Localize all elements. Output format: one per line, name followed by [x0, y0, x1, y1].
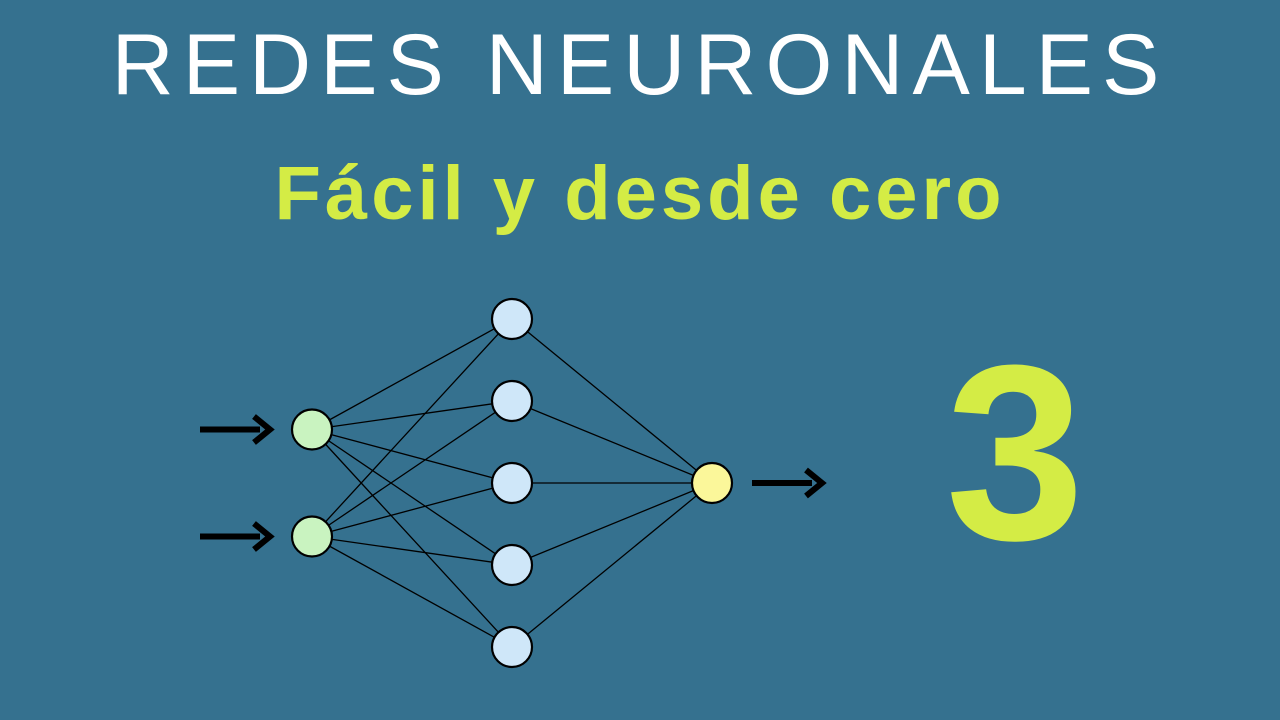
connection-line — [311, 535, 513, 566]
arrows — [200, 414, 827, 552]
connection-line — [311, 428, 513, 566]
episode-number: 3 — [945, 313, 1085, 592]
input-arrow-icon — [200, 521, 275, 552]
hidden-node — [490, 543, 534, 587]
hidden-node — [490, 297, 534, 341]
connections — [311, 318, 713, 648]
input-node — [290, 408, 334, 451]
connection-line — [311, 428, 513, 484]
hidden-node — [490, 379, 534, 423]
page-title: REDES NEURONALES — [111, 17, 1169, 113]
page-subtitle: Fácil y desde cero — [274, 151, 1006, 236]
connection-line — [311, 482, 513, 538]
input-arrow-icon-head — [252, 521, 275, 552]
output-arrow-icon-head — [804, 467, 827, 499]
connection-line — [511, 482, 713, 648]
neural-network-diagram — [200, 297, 827, 669]
output-arrow-icon — [752, 467, 827, 499]
hidden-node — [490, 625, 534, 669]
input-node — [290, 515, 334, 558]
input-arrow-icon — [200, 414, 275, 445]
input-arrow-icon-head — [252, 414, 275, 445]
connection-line — [311, 400, 513, 538]
connection-line — [311, 318, 513, 537]
nodes — [290, 297, 734, 669]
connection-line — [311, 400, 513, 431]
connection-line — [511, 400, 713, 484]
connection-line — [511, 482, 713, 566]
connection-line — [311, 429, 513, 648]
connection-line — [511, 318, 713, 484]
connection-line — [311, 318, 513, 431]
output-node — [690, 461, 734, 505]
hidden-node — [490, 461, 534, 505]
connection-line — [311, 535, 513, 648]
